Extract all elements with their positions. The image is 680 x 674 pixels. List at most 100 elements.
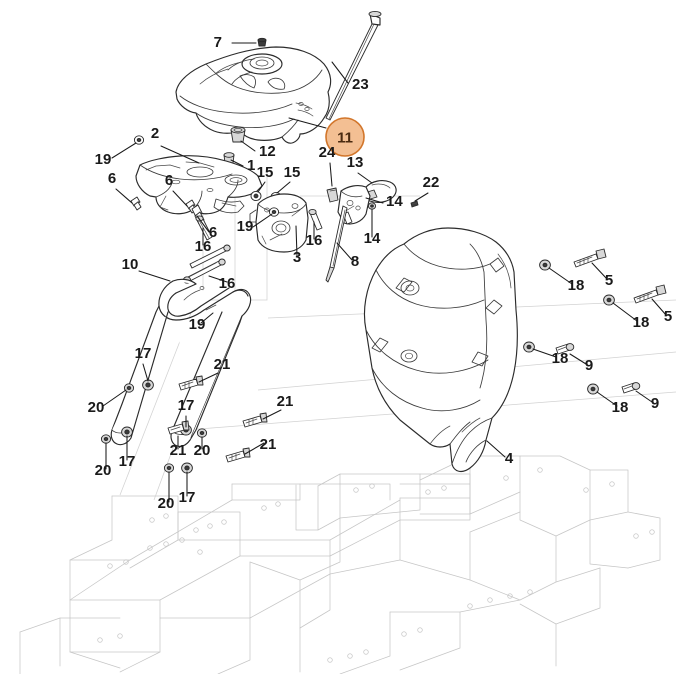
- leader-3: [295, 225, 298, 257]
- part-18-washers-and-bolts: [523, 248, 667, 395]
- callout-19-bushing-handle: 19: [189, 316, 206, 333]
- leader-1: [230, 159, 244, 167]
- leader-8: [336, 242, 353, 261]
- part-20-nuts: [100, 383, 208, 473]
- leader-18a: [548, 267, 573, 285]
- callout-18-washer-4: 18: [612, 399, 629, 416]
- leader-20a: [102, 389, 127, 407]
- screw-16-upper-handle: [189, 244, 231, 269]
- leader-21d: [244, 442, 265, 455]
- leader-13: [357, 172, 373, 184]
- leader-18c: [532, 348, 557, 358]
- callout-14-nut-upper: 14: [386, 193, 403, 210]
- callout-19-bushing-upper-left: 19: [95, 151, 112, 168]
- callout-21-screw-3: 21: [170, 442, 187, 459]
- callout-20-nut-1: 20: [88, 399, 105, 416]
- callout-1-washer: 1: [247, 157, 255, 174]
- screw-21-3: [167, 420, 190, 435]
- part-23-choke-rod: [325, 10, 382, 121]
- leader-line-layer: [102, 42, 667, 503]
- part-2-support-plate: [135, 155, 263, 215]
- callout-17-washer-2: 17: [178, 397, 195, 414]
- callout-17-washer-1: 17: [135, 345, 152, 362]
- leader-17a: [142, 363, 149, 382]
- callout-21-screw-2: 21: [277, 393, 294, 410]
- leader-19a: [111, 142, 137, 159]
- callout-15-grommet-left: 15: [257, 164, 274, 181]
- leader-19c: [200, 312, 214, 324]
- highlight-marker-11[interactable]: 11: [325, 117, 365, 157]
- leader-10: [138, 270, 171, 282]
- callout-21-screw-4: 21: [260, 436, 277, 453]
- callout-9-bolt-1: 9: [585, 357, 593, 374]
- callout-20-nut-2: 20: [194, 442, 211, 459]
- callout-6-screw-left: 6: [108, 170, 116, 187]
- callout-19-bushing-bracket: 19: [237, 218, 254, 235]
- screw-16-right: [308, 208, 323, 231]
- washer-18-1: [539, 259, 551, 271]
- callout-9-bolt-2: 9: [651, 395, 659, 412]
- ghost-chassis-frame: [19, 455, 661, 674]
- callout-18-washer-3: 18: [552, 350, 569, 367]
- leader-5a: [591, 262, 608, 280]
- part-7-plug: [257, 37, 267, 47]
- callout-20-nut-4: 20: [158, 495, 175, 512]
- callout-13-lever-knob: 13: [347, 154, 364, 171]
- callout-22-pin: 22: [423, 174, 440, 191]
- callout-5-bolt-2: 5: [664, 308, 672, 325]
- leader-23: [331, 61, 349, 84]
- leader-5b: [651, 298, 667, 316]
- leader-18b: [612, 302, 638, 322]
- leader-21a: [198, 372, 219, 383]
- callout-12-grommet: 12: [259, 143, 276, 160]
- callout-3-bracket: 3: [293, 249, 301, 266]
- part-21-screws: [167, 375, 268, 463]
- leader-15b: [276, 181, 291, 194]
- leader-15a: [257, 181, 266, 193]
- highlight-label-11: 11: [337, 130, 353, 147]
- callout-18-washer-1: 18: [568, 277, 585, 294]
- callout-20-nut-3: 20: [95, 462, 112, 479]
- ghost-chassis-holes: [97, 467, 655, 663]
- leader-6b: [172, 190, 188, 207]
- callout-10-handlebar: 10: [122, 256, 139, 273]
- leader-9b: [635, 390, 653, 403]
- callout-4-cover: 4: [505, 450, 514, 467]
- callout-16-screw-left: 16: [195, 238, 212, 255]
- leader-9a: [569, 353, 587, 365]
- bolt-9-2: [621, 382, 641, 394]
- leader-4: [486, 440, 506, 458]
- callout-2-support-plate: 2: [151, 125, 159, 142]
- part-22-pin: [410, 200, 419, 208]
- callout-6-screw-mid: 6: [165, 172, 173, 189]
- screw-21-1: [178, 375, 204, 391]
- leader-11: [288, 117, 327, 129]
- callout-18-washer-2: 18: [633, 314, 650, 331]
- part-4-chute-cover: [363, 227, 518, 473]
- leader-2: [160, 145, 200, 164]
- part-3-side-bracket: [249, 193, 309, 253]
- bolt-5-2: [633, 284, 667, 304]
- fuel-tank-cover-11: [175, 46, 332, 144]
- callout-23-choke-rod: 23: [352, 76, 369, 93]
- part-12-grommet: [230, 126, 246, 143]
- bolt-5-1: [573, 248, 607, 268]
- callout-14-nut-lower: 14: [364, 230, 381, 247]
- leader-19b: [252, 213, 273, 228]
- washer-18-2: [603, 294, 615, 306]
- washer-18-4: [587, 383, 599, 395]
- leader-21b: [262, 409, 282, 420]
- leader-14a: [365, 197, 384, 204]
- callout-5-bolt-1: 5: [605, 272, 613, 289]
- leader-22: [414, 192, 429, 202]
- callout-17-washer-4: 17: [179, 489, 196, 506]
- screw-21-4: [225, 447, 251, 463]
- callout-16-screw-right: 16: [306, 232, 323, 249]
- callout-21-screw-1: 21: [214, 356, 231, 373]
- leader-24: [329, 162, 333, 187]
- callout-16-screw-handle: 16: [219, 275, 236, 292]
- highlight-circle[interactable]: [325, 117, 365, 157]
